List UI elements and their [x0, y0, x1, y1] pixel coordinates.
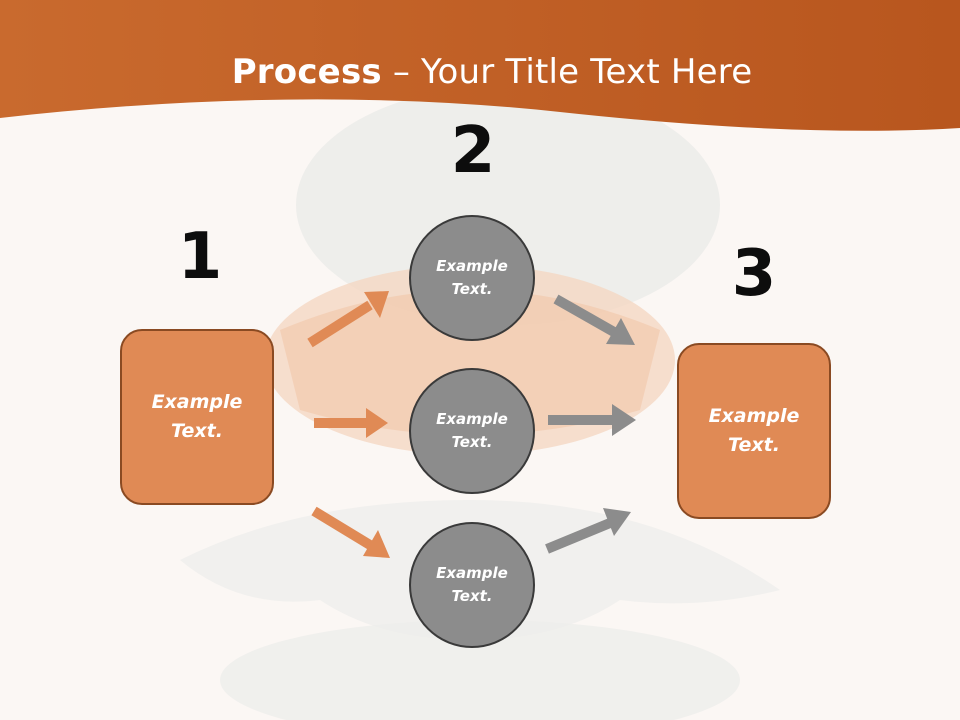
right-box: Example Text.	[677, 343, 831, 519]
circle-bottom: Example Text.	[409, 522, 535, 648]
title-rest: – Your Title Text Here	[381, 52, 753, 92]
arrow-up-right-gray	[545, 508, 631, 554]
circle-top: Example Text.	[409, 215, 535, 341]
circle-middle: Example Text.	[409, 368, 535, 494]
arrow-up-right-orange	[307, 291, 389, 348]
arrow-down-right-orange	[311, 506, 390, 558]
step-number-2: 2	[450, 114, 496, 188]
left-box: Example Text.	[120, 329, 274, 505]
title-bold: Process	[231, 52, 382, 92]
step-number-3: 3	[731, 237, 777, 311]
header-band	[0, 0, 960, 131]
step-number-1: 1	[177, 220, 223, 294]
arrow-down-right-gray	[553, 294, 635, 345]
arrow-right-orange	[314, 408, 388, 438]
arrow-right-gray	[548, 404, 636, 436]
slide-title: Process – Your Title Text Here	[0, 52, 960, 92]
